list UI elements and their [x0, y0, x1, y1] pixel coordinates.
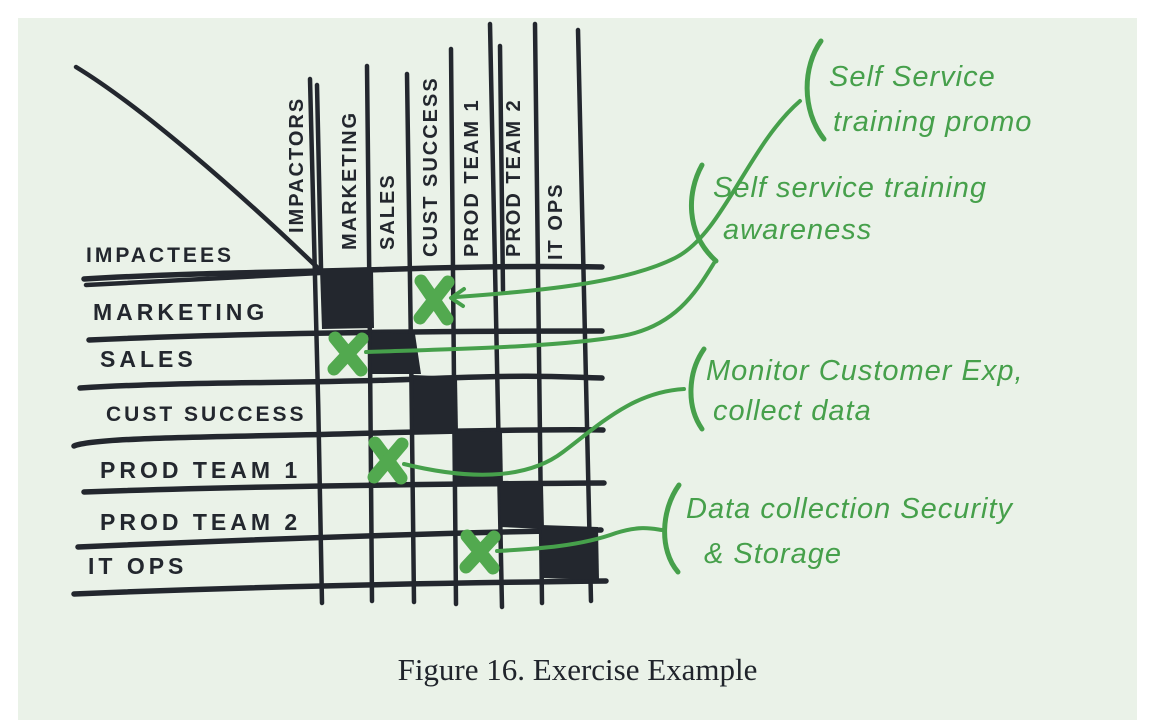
x-mark-prod-team-1-by-sales	[367, 436, 409, 485]
col-label-marketing: MARKETING	[339, 111, 361, 250]
col-label-sales: SALES	[377, 173, 399, 250]
row-label-prod-team-2: PROD TEAM 2	[100, 509, 301, 535]
grid-column-line	[575, 27, 594, 604]
col-label-prod-team-1: PROD TEAM 1	[461, 98, 483, 257]
grid-column-line	[448, 46, 459, 607]
grid-row-line-overstroke	[83, 270, 323, 288]
grid-row-line	[71, 578, 609, 597]
corner-label-impactors: IMPACTORS	[286, 97, 308, 233]
col-label-cust-success: CUST SUCCESS	[420, 76, 442, 257]
blocked-cell-prod-team-1	[455, 430, 503, 485]
connector-data-collection-security	[495, 526, 664, 553]
grid-column-line-overstroke	[497, 43, 506, 293]
blocked-cell-prod-team-2	[500, 483, 544, 529]
diagonal-divider-line	[73, 64, 323, 273]
row-label-prod-team-1: PROD TEAM 1	[100, 457, 301, 483]
x-mark-marketing-by-cust-success	[413, 274, 455, 326]
annotation-4-line-1: Data collection Security	[686, 493, 1014, 525]
annotation-3-line-2: collect data	[713, 395, 872, 427]
col-label-prod-team-2: PROD TEAM 2	[503, 98, 525, 257]
grid-lines	[71, 21, 609, 610]
connector-self-service-training-awareness	[364, 261, 716, 354]
annotation-connectors	[364, 99, 802, 553]
grid-row-line	[86, 328, 605, 343]
row-label-sales: SALES	[100, 346, 197, 372]
grid-column-line-overstroke	[314, 82, 324, 271]
figure-caption: Figure 16. Exercise Example	[397, 652, 758, 687]
annotation-1-line-1: Self Service	[829, 61, 996, 93]
grid-row-line	[75, 527, 604, 550]
grid-column-line	[364, 63, 375, 604]
row-headers: MARKETING SALES CUST SUCCESS PROD TEAM 1…	[88, 299, 307, 579]
annotation-3-line-1: Monitor Customer Exp,	[706, 355, 1024, 387]
impact-x-marks	[327, 274, 501, 575]
annotation-parens	[662, 38, 827, 575]
sketch-canvas	[18, 18, 1137, 720]
row-label-it-ops: IT OPS	[88, 553, 187, 579]
grid-row-line	[81, 480, 607, 495]
paren-annotation-3	[688, 346, 707, 432]
grid-row-line	[71, 426, 606, 449]
annotation-2-line-2: awareness	[723, 214, 872, 246]
grid-row-line	[77, 373, 605, 391]
x-mark-sales-by-marketing	[327, 331, 369, 377]
blocked-cell-marketing	[320, 269, 374, 329]
paren-annotation-2	[688, 162, 719, 264]
grid-column-line	[307, 76, 325, 606]
blocked-cell-it-ops	[541, 525, 599, 580]
blocked-cell-cust-success	[413, 375, 458, 432]
row-label-cust-success: CUST SUCCESS	[106, 403, 307, 426]
paren-annotation-1	[804, 38, 827, 142]
row-label-marketing: MARKETING	[93, 299, 268, 325]
x-mark-it-ops-by-prod-team-1	[459, 529, 501, 575]
col-label-it-ops: IT OPS	[545, 182, 567, 260]
annotation-4-line-2: & Storage	[704, 538, 842, 570]
connector-monitor-customer-exp	[402, 387, 686, 477]
grid-column-line	[487, 21, 505, 610]
grid-row-line	[81, 263, 605, 282]
connector-arrow-hook	[449, 287, 466, 308]
corner-label-impactees: IMPACTEES	[86, 244, 234, 267]
annotation-1-line-2: training promo	[833, 106, 1032, 138]
annotation-2-line-1: Self service training	[713, 172, 987, 204]
annotations: Self Service training promo Self service…	[686, 61, 1032, 570]
column-headers: MARKETING SALES CUST SUCCESS PROD TEAM 1…	[339, 76, 567, 260]
connector-self-service-training-promo	[454, 99, 802, 299]
paren-annotation-4	[662, 482, 682, 575]
